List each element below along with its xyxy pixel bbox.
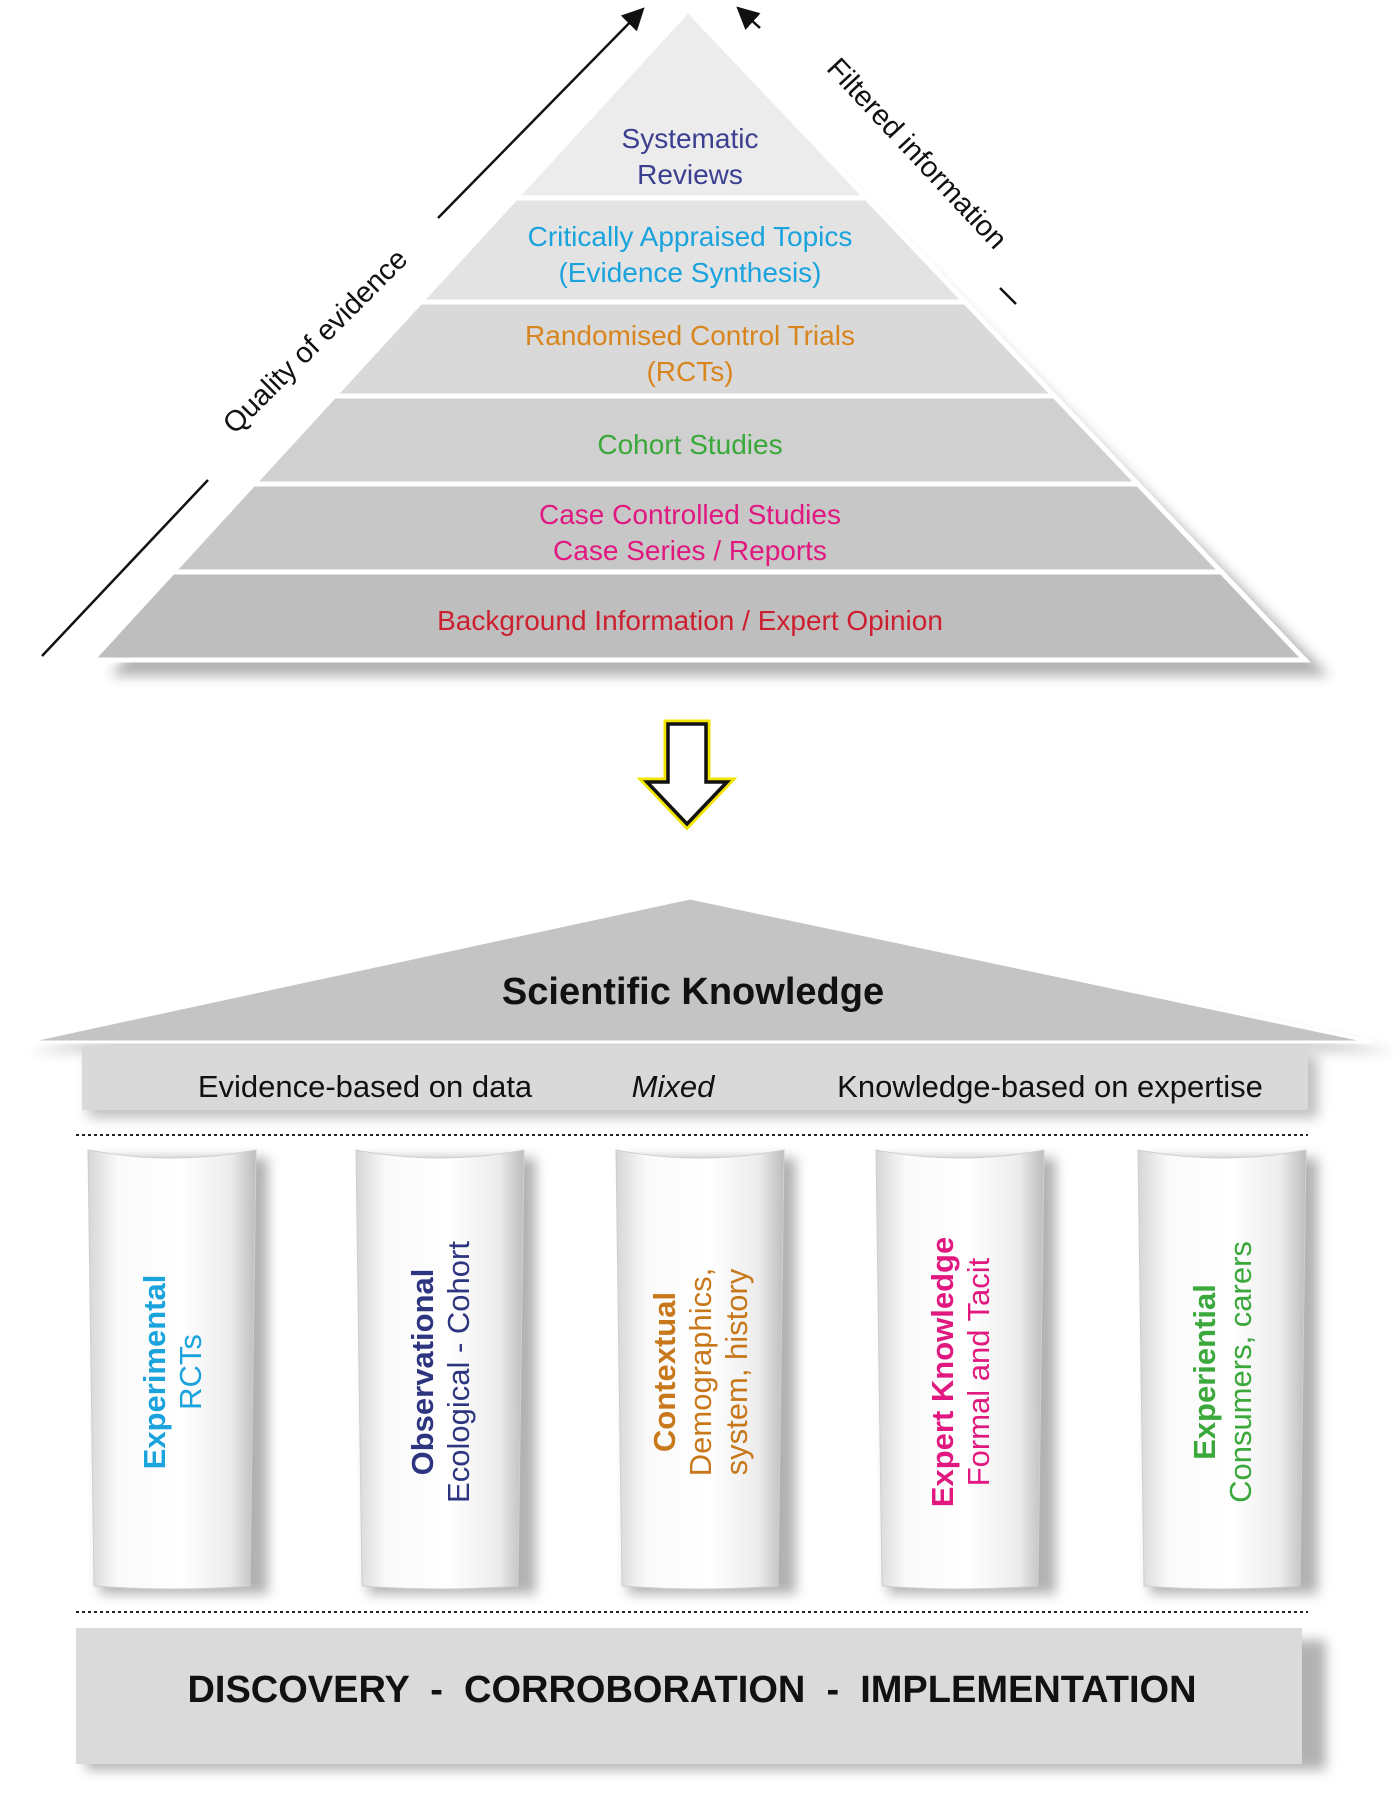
pyramid-tier-label: Critically Appraised Topics <box>528 221 853 252</box>
pillar-subtitle: Formal and Tacit <box>961 1257 996 1486</box>
down-arrow-icon <box>636 719 738 831</box>
pillar-subtitle: Ecological - Cohort <box>441 1241 476 1503</box>
pyramid-tier-label: Case Series / Reports <box>553 535 827 566</box>
pyramid-tier-label: (RCTs) <box>646 356 733 387</box>
pillar-body <box>615 1149 785 1590</box>
quality-arrow-line-lower <box>41 479 209 657</box>
pillar-body <box>355 1149 525 1590</box>
pyramid-tier-label: Systematic <box>622 123 759 154</box>
beam-label-evidence: Evidence-based on data <box>198 1069 533 1104</box>
pyramid-tier-label: Randomised Control Trials <box>525 320 855 351</box>
temple-base <box>76 1628 1302 1764</box>
pillar-subtitle: system, history <box>719 1268 754 1475</box>
pillar-title: Observational <box>405 1269 440 1476</box>
pyramid-tier-label: Background Information / Expert Opinion <box>437 605 943 636</box>
beam-label-knowledge: Knowledge-based on expertise <box>837 1069 1263 1104</box>
temple-beam <box>82 1046 1308 1110</box>
pillar-title: Expert Knowledge <box>925 1237 960 1507</box>
pillar-subtitle: Consumers, carers <box>1223 1241 1258 1503</box>
filtered-arrow-line-upper <box>736 6 761 30</box>
temple-roof <box>23 896 1373 1044</box>
quality-arrow-line-upper <box>437 7 645 219</box>
pillar-title: Experiential <box>1187 1284 1222 1460</box>
beam-label-mixed: Mixed <box>632 1069 716 1104</box>
base-label: DISCOVERY - CORROBORATION - IMPLEMENTATI… <box>187 1669 1196 1711</box>
pyramid-tier-label: Case Controlled Studies <box>539 499 841 530</box>
roof-title: Scientific Knowledge <box>502 971 884 1013</box>
pillar-title: Experimental <box>137 1275 172 1470</box>
pillar-subtitle: RCTs <box>173 1334 208 1410</box>
pyramid-tier-label: Reviews <box>637 159 743 190</box>
pyramid-outline <box>88 7 1309 662</box>
pillar-body <box>875 1149 1045 1590</box>
pillar-subtitle: Demographics, <box>683 1268 718 1476</box>
filtered-arrow-line-lower <box>999 287 1017 305</box>
pillar-body <box>1137 1149 1307 1590</box>
knowledge-temple: Scientific Knowledge Evidence-based on d… <box>23 896 1395 1770</box>
pyramid-tier-label: Cohort Studies <box>597 429 782 460</box>
pyramid-tier-label: (Evidence Synthesis) <box>558 257 821 288</box>
pillar-title: Contextual <box>647 1292 682 1452</box>
pillar-body <box>87 1149 257 1590</box>
